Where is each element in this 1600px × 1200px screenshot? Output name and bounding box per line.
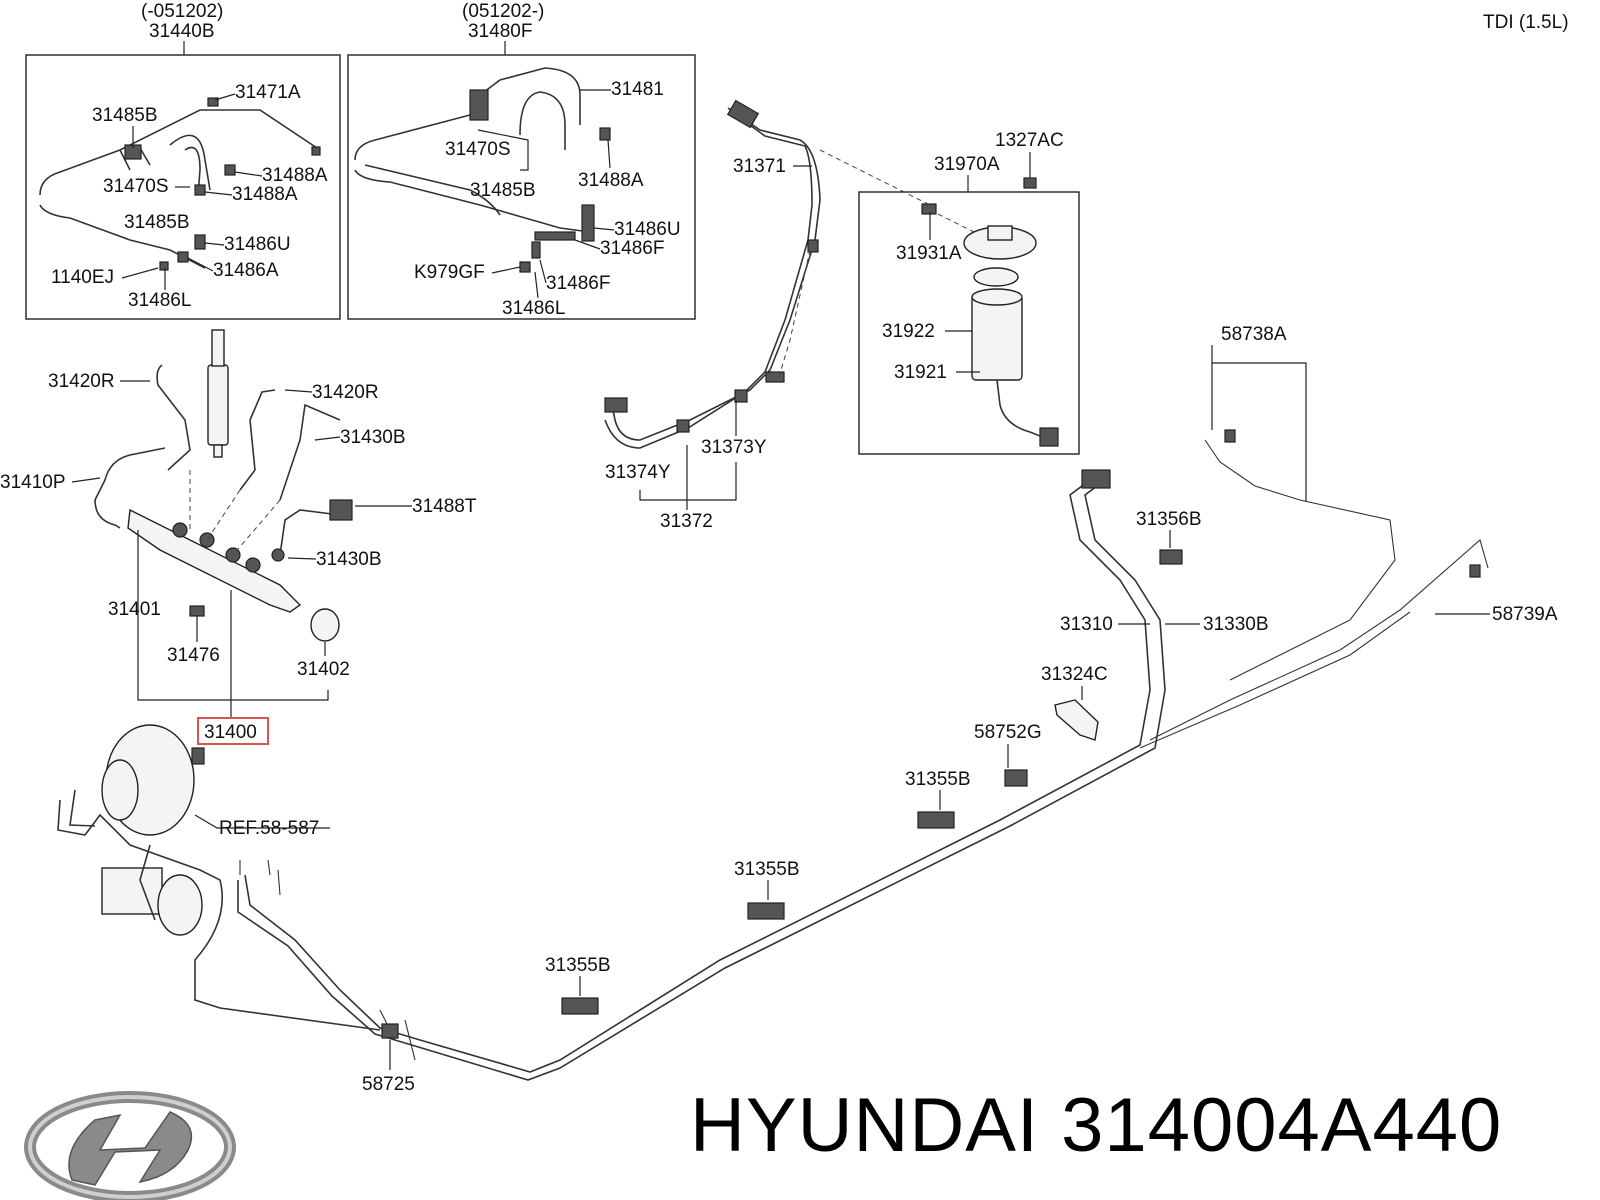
common-rail-31400: 31420R 31420R 31430B 31410P 31488T 31430… — [0, 329, 477, 745]
box-right-date: (051202-) — [462, 1, 544, 22]
hyundai-logo — [24, 1091, 236, 1200]
highlight-box-31400 — [197, 717, 269, 745]
label-58739a: 58739A — [1492, 604, 1558, 625]
label-31486u-b: 31486U — [614, 219, 681, 240]
label-31355b-b: 31355B — [734, 859, 800, 880]
box-right-part: 31480F — [468, 21, 532, 42]
label-31486l-b: 31486L — [502, 298, 565, 319]
label-31330b: 31330B — [1203, 614, 1269, 635]
label-58752g: 58752G — [974, 722, 1042, 743]
label-31486f-b: 31486F — [546, 273, 610, 294]
brand-title: HYUNDAI 314004A440 — [690, 1083, 1503, 1168]
label-31401: 31401 — [108, 599, 161, 620]
label-31372: 31372 — [660, 511, 713, 532]
label-31355b-a: 31355B — [905, 769, 971, 790]
label-31430b-a: 31430B — [340, 427, 406, 448]
label-31931a: 31931A — [896, 243, 962, 264]
label-31310: 31310 — [1060, 614, 1113, 635]
label-31970a: 31970A — [934, 154, 1000, 175]
label-k979gf: K979GF — [414, 262, 485, 283]
label-31488t: 31488T — [412, 496, 477, 517]
engine-label: TDI (1.5L) — [1483, 12, 1569, 33]
box-31480f: (051202-) 31480F 31481 31470S 31485B 314… — [347, 1, 696, 320]
label-58725: 58725 — [362, 1074, 415, 1095]
label-31488a-a: 31488A — [262, 165, 328, 186]
label-31922: 31922 — [882, 321, 935, 342]
label-31486a: 31486A — [213, 260, 279, 281]
label-31486u-a: 31486U — [224, 234, 291, 255]
label-31374y: 31374Y — [605, 462, 671, 483]
box-31440b: (-051202) 31440B 31471A 31485B 31488A 31… — [25, 1, 341, 320]
fuel-filter-31970a: 1327AC 31970A 31931A 31922 31921 — [858, 130, 1080, 455]
label-31420r-a: 31420R — [48, 371, 115, 392]
brake-assembly: REF.58-587 — [57, 724, 381, 1031]
box-left-part: 31440B — [149, 21, 215, 42]
label-31485b-b: 31485B — [124, 212, 190, 233]
label-1327ac: 1327AC — [995, 130, 1064, 151]
label-31921: 31921 — [894, 362, 947, 383]
label-31488a-b: 31488A — [232, 184, 298, 205]
label-1140ej: 1140EJ — [51, 267, 114, 288]
label-31356b: 31356B — [1136, 509, 1202, 530]
label-31485b-c: 31485B — [470, 180, 536, 201]
label-31471a: 31471A — [235, 82, 301, 103]
label-31371: 31371 — [733, 156, 786, 177]
label-31470s-a: 31470S — [103, 176, 169, 197]
fuel-lines-31372: 31371 31373Y 31374Y 31372 — [604, 99, 931, 532]
label-31486f-a: 31486F — [600, 238, 664, 259]
label-58738a: 58738A — [1221, 324, 1287, 345]
label-31485b-a: 31485B — [92, 105, 158, 126]
label-31355b-c: 31355B — [545, 955, 611, 976]
label-31420r-b: 31420R — [312, 382, 379, 403]
box-left-date: (-051202) — [141, 1, 223, 22]
main-fuel-lines: 58738A 31356B 58739A 31310 31330B 31324C… — [237, 324, 1558, 1095]
label-31486l-a: 31486L — [128, 290, 191, 311]
label-31324c: 31324C — [1041, 664, 1108, 685]
label-31476: 31476 — [167, 645, 220, 666]
label-31470s-b: 31470S — [445, 139, 511, 160]
label-31402: 31402 — [297, 659, 350, 680]
label-31400[interactable]: 31400 — [204, 722, 257, 743]
label-31410p: 31410P — [0, 472, 66, 493]
label-31481: 31481 — [611, 79, 664, 100]
label-31488a-c: 31488A — [578, 170, 644, 191]
label-31373y: 31373Y — [701, 437, 767, 458]
label-31430b-b: 31430B — [316, 549, 382, 570]
